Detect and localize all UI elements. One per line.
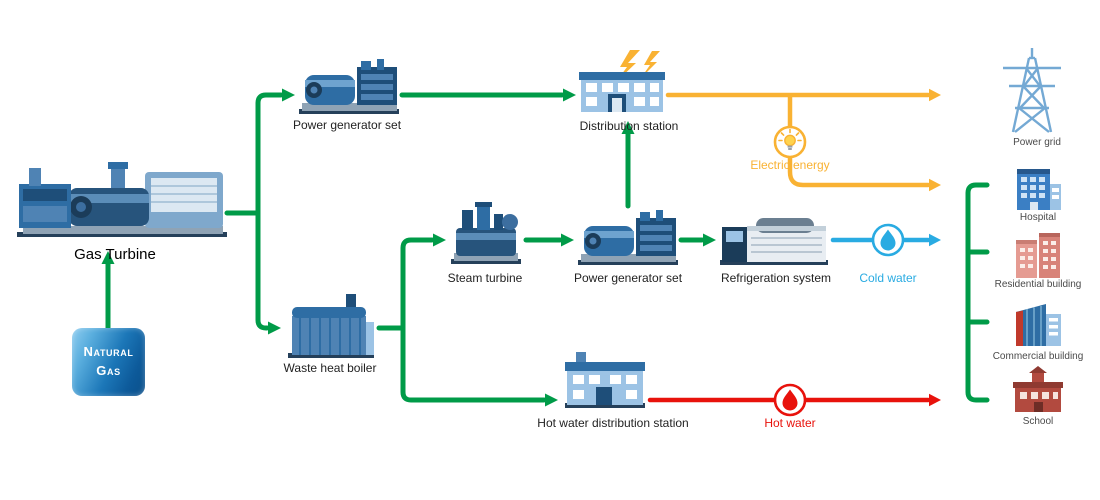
line-consumer-bracket [965, 182, 990, 403]
residential-building-icon [1016, 233, 1060, 278]
arrowhead-to-hotwater-station [545, 393, 558, 407]
arrowhead-electric-to-consumers [929, 178, 941, 192]
gas-turbine-icon [17, 162, 227, 237]
arrowhead-to-boiler [268, 321, 281, 335]
arrowhead-to-distribution-up [621, 121, 635, 134]
cold-water-node [870, 222, 906, 258]
refrigeration-system-label: Refrigeration system [720, 271, 832, 285]
electric-energy-bulb-icon [773, 125, 807, 159]
hot-water-distribution-station-node [562, 350, 648, 410]
line-boiler-split [376, 237, 547, 403]
refrigeration-system-node [718, 213, 830, 269]
arrowhead-to-refrigeration [703, 233, 716, 247]
electric-energy-label: Electric energy [750, 158, 830, 172]
power-generator-set-icon [578, 210, 678, 265]
distribution-station-label: Distribution station [579, 119, 679, 133]
residential-building-label: Residential building [994, 279, 1082, 290]
cold-water-label: Cold water [859, 271, 917, 285]
waste-heat-boiler-icon [288, 294, 374, 358]
power-generator-set-top-node [297, 55, 402, 117]
power-grid-label: Power grid [1013, 137, 1061, 148]
school-label: School [1022, 416, 1054, 427]
hospital-label: Hospital [1019, 212, 1057, 223]
natural-gas-label-line1: Natural [83, 344, 134, 360]
distribution-station-node [578, 50, 666, 116]
arrowhead-to-power-grid [929, 88, 941, 102]
waste-heat-boiler-node [284, 292, 378, 360]
arrowhead-to-generator-top [282, 88, 295, 102]
steam-turbine-node [448, 202, 524, 268]
distribution-station-icon [579, 50, 665, 112]
school-node [1012, 366, 1064, 414]
arrowhead-to-generator-mid [561, 233, 574, 247]
line-electric-to-consumers [787, 94, 931, 188]
cold-water-droplet-icon [871, 223, 905, 257]
power-generator-set-mid-label: Power generator set [573, 271, 683, 285]
hot-water-label: Hot water [764, 416, 816, 430]
hospital-node [1012, 166, 1064, 212]
power-generator-set-icon [299, 59, 399, 114]
hot-water-distribution-station-label: Hot water distribution station [537, 416, 689, 430]
residential-building-node [1012, 232, 1064, 278]
hot-water-distribution-station-icon [565, 352, 645, 408]
commercial-building-node [1010, 300, 1066, 348]
arrowhead-cold-water [929, 233, 941, 247]
natural-gas-source: Natural Gas [72, 328, 145, 396]
hospital-icon [1017, 169, 1061, 210]
arrowhead-gas-to-turbine [101, 251, 115, 264]
arrowhead-to-steam-turbine [433, 233, 446, 247]
line-turbine-trunk [224, 92, 284, 331]
power-grid-node [998, 46, 1066, 134]
arrowhead-to-distribution [563, 88, 576, 102]
hot-water-droplet-icon [773, 383, 807, 417]
power-generator-set-mid-node [576, 206, 681, 268]
waste-heat-boiler-label: Waste heat boiler [283, 361, 377, 375]
steam-turbine-label: Steam turbine [447, 271, 523, 285]
power-grid-tower-icon [1003, 48, 1061, 133]
arrowhead-hot-water [929, 393, 941, 407]
steam-turbine-icon [451, 202, 521, 264]
gas-turbine-node [15, 158, 230, 243]
commercial-building-label: Commercial building [992, 351, 1084, 362]
hot-water-node [772, 382, 808, 418]
school-icon [1013, 366, 1063, 412]
refrigeration-system-icon [720, 218, 828, 265]
commercial-building-icon [1016, 304, 1061, 346]
gas-turbine-label: Gas Turbine [74, 246, 156, 263]
natural-gas-label-line2: Gas [96, 363, 121, 378]
power-generator-set-top-label: Power generator set [292, 118, 402, 132]
electric-energy-node [772, 124, 808, 160]
